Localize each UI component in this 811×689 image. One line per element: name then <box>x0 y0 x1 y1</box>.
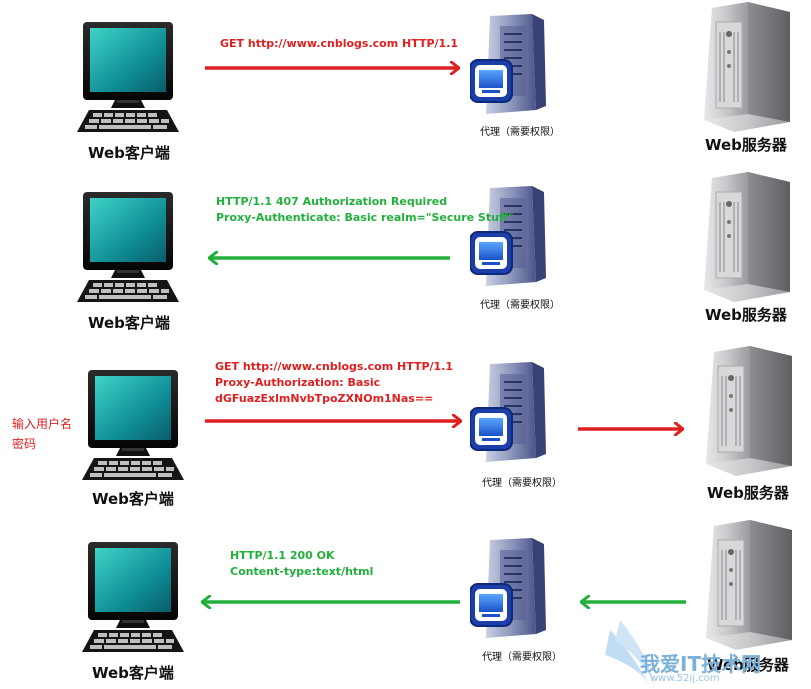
request-message: GET http://www.cnblogs.com HTTP/1.1 <box>220 36 458 52</box>
proxy-label: 代理（需要权限） <box>482 652 562 663</box>
watermark-wings-icon <box>605 620 655 685</box>
watermark-url: www.52ij.com <box>650 673 720 684</box>
message-line: dGFuazExlmNvbTpoZXNOm1Nas== <box>215 392 434 405</box>
note-line: 输入用户名 <box>12 417 73 431</box>
watermark-text: 我爱IT技术网 <box>640 652 762 676</box>
credentials-note: 输入用户名 密码 <box>12 414 72 454</box>
client-label: Web客户端 <box>88 314 170 332</box>
message-line: GET http://www.cnblogs.com HTTP/1.1 <box>220 37 459 50</box>
server-label: Web服务器 <box>705 136 787 154</box>
request-message: GET http://www.cnblogs.com HTTP/1.1 Prox… <box>215 359 453 407</box>
note-line: 密码 <box>12 437 37 451</box>
message-line: HTTP/1.1 407 Authorization Required <box>216 195 448 208</box>
message-line: Content-type:text/html <box>230 565 374 578</box>
client-label: Web客户端 <box>92 490 174 508</box>
client-label: Web客户端 <box>88 144 170 162</box>
proxy-label: 代理（需要权限） <box>482 478 562 489</box>
message-line: Proxy-Authorization: Basic <box>215 376 381 389</box>
proxy-label: 代理（需要权限） <box>480 127 560 138</box>
response-message: HTTP/1.1 407 Authorization Required Prox… <box>216 194 514 226</box>
proxy-label: 代理（需要权限） <box>480 300 560 311</box>
client-label: Web客户端 <box>92 664 174 682</box>
server-label: Web服务器 <box>707 656 789 674</box>
message-line: HTTP/1.1 200 OK <box>230 549 335 562</box>
response-message: HTTP/1.1 200 OK Content-type:text/html <box>230 548 373 580</box>
message-line: Proxy-Authenticate: Basic realm="Secure … <box>216 211 514 224</box>
server-label: Web服务器 <box>705 306 787 324</box>
message-line: GET http://www.cnblogs.com HTTP/1.1 <box>215 360 454 373</box>
server-label: Web服务器 <box>707 484 789 502</box>
